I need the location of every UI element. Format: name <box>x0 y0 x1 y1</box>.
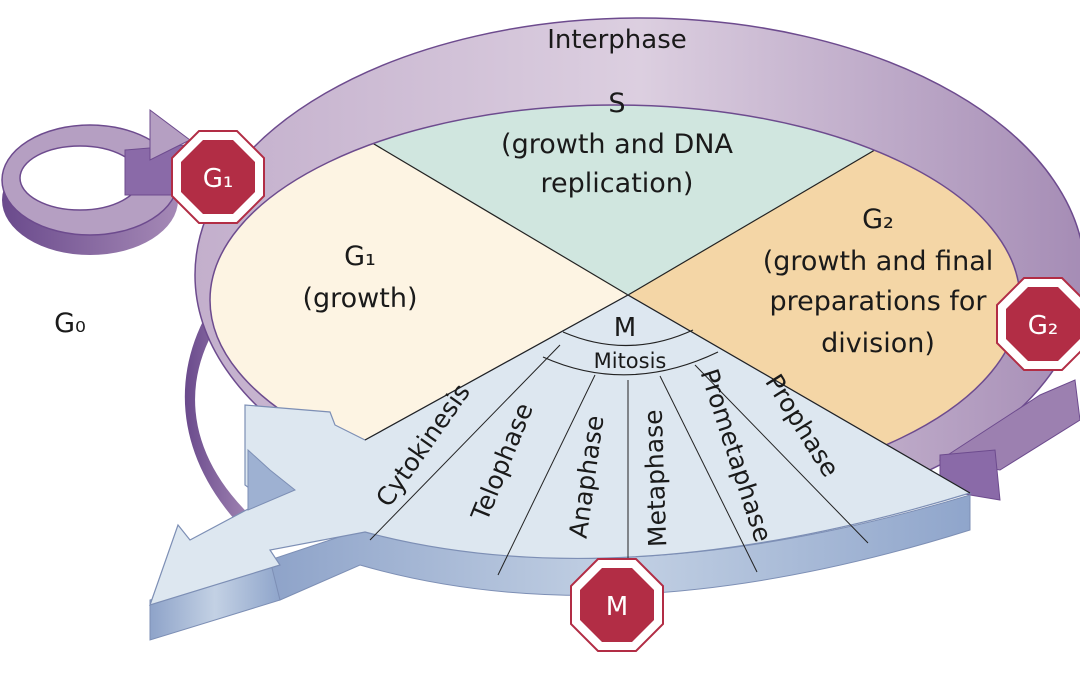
interphase-label: Interphase <box>547 25 686 55</box>
g2-phase-title: G₂ <box>862 204 894 235</box>
s-phase-desc-2: replication) <box>541 168 694 199</box>
mitosis-subtitle: Mitosis <box>594 349 667 373</box>
g2-phase-desc-1: (growth and final <box>763 246 994 277</box>
g0-label: G₀ <box>54 308 86 339</box>
s-phase-region <box>300 105 960 295</box>
g2-phase-desc-2: preparations for <box>769 286 987 317</box>
mitosis-wedge <box>149 294 972 641</box>
g0-loop-arrow <box>1 109 191 255</box>
s-phase-desc-1: (growth and DNA <box>501 129 733 160</box>
mitosis-title: M <box>614 313 636 343</box>
g1-phase-desc: (growth) <box>302 283 417 314</box>
g2-phase-desc-3: division) <box>821 328 935 359</box>
g1-checkpoint-label: G₁ <box>203 164 234 194</box>
g2-checkpoint-label: G₂ <box>1028 311 1059 341</box>
g1-checkpoint-stop-sign: G₁ <box>171 130 265 224</box>
m-checkpoint-stop-sign: M <box>570 558 664 652</box>
m-checkpoint-label: M <box>606 592 628 622</box>
g2-phase-region <box>628 105 1020 495</box>
g1-phase-title: G₁ <box>344 241 376 272</box>
s-phase-title: S <box>608 88 625 119</box>
stage-metaphase: Metaphase <box>639 409 673 547</box>
g2-checkpoint-stop-sign: G₂ <box>996 277 1080 371</box>
